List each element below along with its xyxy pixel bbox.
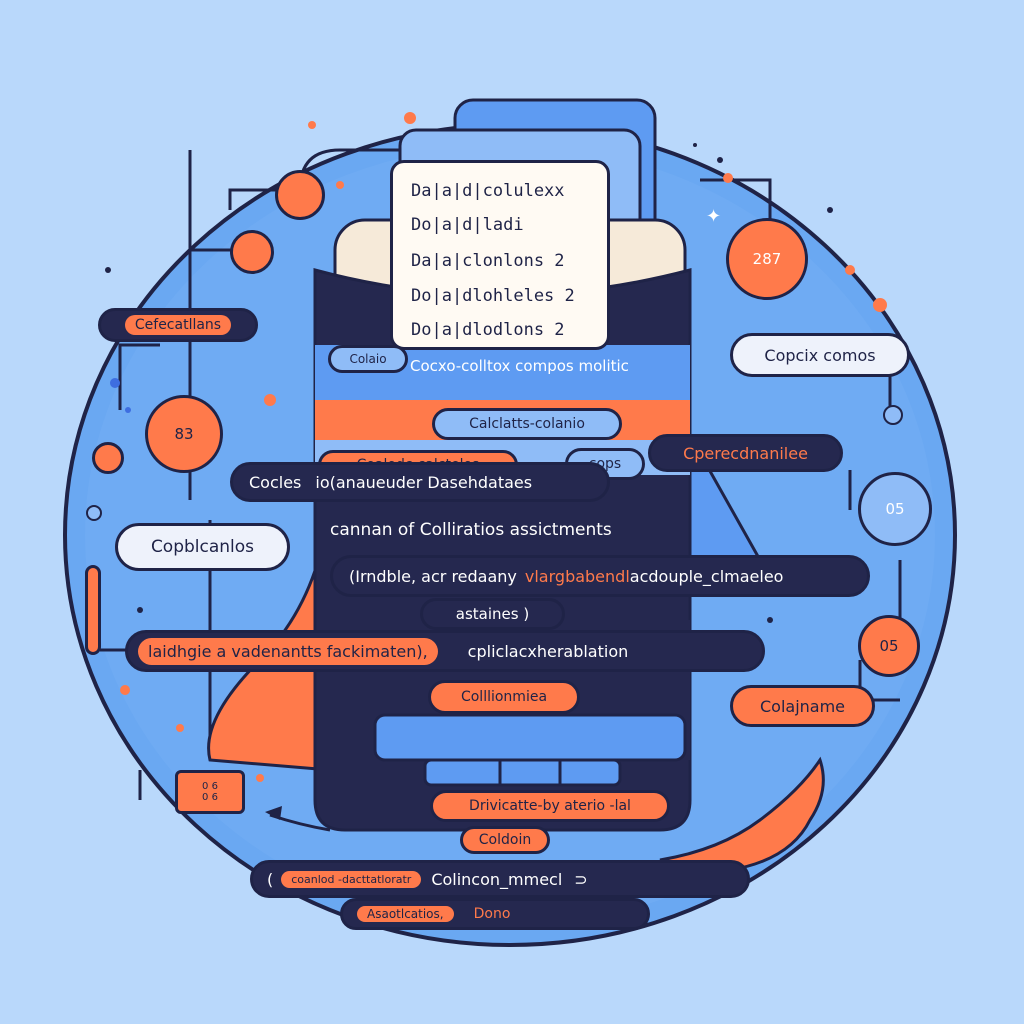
doc-line: Do|a|dlohleles 2 <box>411 286 575 306</box>
code-line-2: cannan of Colliratios assictments <box>330 520 612 540</box>
node-small-left <box>230 230 274 274</box>
node-83-label: 83 <box>174 425 194 443</box>
node-05-orange-label: 05 <box>879 637 899 655</box>
label-coldoin: Coldoin <box>460 826 550 854</box>
orange-flow-right <box>659 756 825 872</box>
label-cperecdnanilee-text: Cperecdnanilee <box>683 443 808 463</box>
label-drivicatte: Drivicatte-by aterio -lal <box>430 790 670 822</box>
label-copblcanlos-text: Copblcanlos <box>150 537 255 557</box>
label-colllionmiea: Colllionmiea <box>428 680 580 714</box>
mini-grid-box: 0 6 0 6 <box>175 770 245 814</box>
label-colajname: Colajname <box>730 685 875 727</box>
label-colajname-text: Colajname <box>759 696 846 716</box>
code-line-4-label: astaines ) <box>455 605 530 623</box>
node-small-sky-left <box>86 505 102 521</box>
label-cefecatllans-text: Cefecatllans <box>124 315 232 335</box>
code-line-3-rest: acdouple_clmaeleo <box>629 566 784 586</box>
colincon-text: Colincon_mmecl <box>431 869 563 889</box>
orange-vertical-bar <box>85 565 101 655</box>
node-05-orange: 05 <box>858 615 920 677</box>
bottom-bar-dono: Asaotlcatios, Dono <box>340 898 650 930</box>
calc-pill-label: Calclatts-colanio <box>469 416 585 432</box>
node-small-sky-right <box>883 405 903 425</box>
code-line-4: astaines ) <box>420 598 565 630</box>
code-line-5-rest: cpliclacxherablation <box>467 641 629 661</box>
code-line-5: laidhgie a vadenantts fackimaten), cplic… <box>125 630 765 672</box>
band-colaio-label: Colaio <box>349 352 387 366</box>
node-small-top-left <box>275 170 325 220</box>
code-line-3-orange: vlargbabendl <box>524 566 630 586</box>
band-compos-text: Cocxo-colltox compos molitic <box>410 357 629 375</box>
code-line-5-orange: laidhgie a vadenantts fackimaten), <box>138 637 438 665</box>
node-05-sky: 05 <box>858 472 932 546</box>
doc-line: Do|a|d|ladi <box>411 215 524 235</box>
svg-text:✦: ✦ <box>706 206 721 227</box>
label-drivicatte-text: Drivicatte-by aterio -lal <box>469 798 631 814</box>
colincon-prefix: ( <box>267 869 274 889</box>
node-05-sky-label: 05 <box>885 500 905 518</box>
label-cperecdnanilee: Cperecdnanilee <box>648 434 843 472</box>
label-copblcanlos: Copblcanlos <box>115 523 290 571</box>
band-colaio: Colaio <box>328 345 408 373</box>
code-line-3: (Irndble, acr redaany vlargbabendl acdou… <box>330 555 870 597</box>
doc-line: Da|a|d|colulexx <box>411 181 565 201</box>
doc-line: Do|a|dlodlons 2 <box>411 320 565 340</box>
asanitra-pill: Asaotlcatios, <box>357 906 454 922</box>
code-line-3-left: (Irndble, acr redaany <box>349 566 517 586</box>
dono-text: Dono <box>473 906 511 922</box>
node-287: 287 <box>726 218 808 300</box>
code-line-1-rest: io(anaueuder Dasehdataes <box>315 472 533 492</box>
mini-grid-bottom: 0 6 <box>202 792 218 803</box>
doc-line: Da|a|clonlons 2 <box>411 251 565 271</box>
colincon-suffix: ⊃ <box>574 869 588 889</box>
paper-document: Da|a|d|colulexx Do|a|d|ladi Da|a|clonlon… <box>390 160 610 350</box>
code-line-1-prefix: Cocles <box>249 472 302 492</box>
mini-grid-top: 0 6 <box>202 781 218 792</box>
node-small-orange-left <box>92 442 124 474</box>
bottom-bar-colincon: ( coanlod -dacttatloratr Colincon_mmecl … <box>250 860 750 898</box>
calc-pill: Calclatts-colanio <box>432 408 622 440</box>
bottom-orange-inner: coanlod -dacttatloratr <box>281 870 422 888</box>
code-line-1: Cocles io(anaueuder Dasehdataes <box>230 462 610 502</box>
label-copcix-text: Copcix comos <box>764 345 876 365</box>
label-coldoin-text: Coldoin <box>478 832 532 848</box>
node-83: 83 <box>145 395 223 473</box>
label-copcix: Copcix comos <box>730 333 910 377</box>
label-colllionmiea-text: Colllionmiea <box>460 689 548 705</box>
label-cefecatllans: Cefecatllans <box>98 308 258 342</box>
node-287-label: 287 <box>752 250 782 268</box>
